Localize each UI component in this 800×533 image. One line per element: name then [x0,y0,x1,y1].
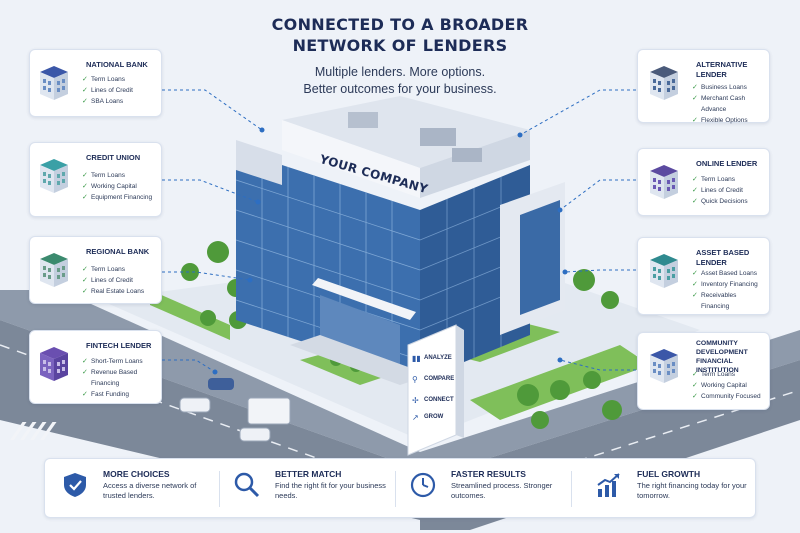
lender-title: CREDIT UNION [86,153,141,162]
product-item: Revenue Based Financing [82,367,152,389]
product-item: Community Focused [692,391,765,402]
lender-title: REGIONAL BANK [86,247,150,256]
subtitle-line-1: Multiple lenders. More options. [314,65,486,79]
bank-building-icon [40,159,68,193]
lender-card-regional-bank: REGIONAL BANK Term Loans Lines of Credit… [29,236,162,304]
lender-title: FINTECH LENDER [86,341,152,350]
lender-title: ASSET BASED LENDER [696,248,750,267]
product-item: Real Estate Loans [82,286,157,297]
pylon-compare: COMPARE [424,376,455,382]
title-line-1: CONNECTED TO A BROADER [271,15,529,34]
divider [395,471,396,507]
benefit-desc: Access a diverse network of trusted lend… [103,481,197,500]
divider [571,471,572,507]
lender-card-alternative-lender: ALTERNATIVE LENDER Business Loans Mercha… [637,49,770,126]
bank-building-icon [650,66,678,100]
product-item: Fast Funding [82,389,157,400]
product-item: Business Loans [692,82,765,93]
product-item: Flexible Options [692,115,765,126]
lender-products: Term Loans Working Capital Equipment Fin… [82,170,157,203]
benefit-title: FASTER RESULTS [451,469,526,479]
lender-products: Short-Term Loans Revenue Based Financing… [82,356,157,400]
product-item: Short-Term Loans [82,356,157,367]
compare-icon: ⚲ [412,375,418,384]
lender-title: ONLINE LENDER [696,159,758,168]
product-item: Receivables Financing [692,290,748,312]
divider [219,471,220,507]
bank-building-icon [650,165,678,199]
title-line-2: NETWORK OF LENDERS [292,36,508,55]
product-item: Inventory Financing [692,279,765,290]
bank-building-icon [40,347,68,381]
product-item: Quick Decisions [692,196,765,207]
magnifier-icon [234,472,260,498]
pylon-analyze: ANALYZE [424,355,452,361]
subtitle-line-2: Better outcomes for your business. [303,82,497,96]
lender-card-credit-union: CREDIT UNION Term Loans Working Capital … [29,142,162,217]
benefit-title: FUEL GROWTH [637,469,701,479]
lender-card-cdfi: COMMUNITY DEVELOPMENT FINANCIAL INSTITUT… [637,332,770,410]
product-item: Working Capital [692,380,765,391]
product-item: Term Loans [692,174,765,185]
benefit-title: MORE CHOICES [103,469,170,479]
lender-card-national-bank: NATIONAL BANK Term Loans Lines of Credit… [29,49,162,117]
clock-icon [410,472,436,498]
product-item: Term Loans [82,74,157,85]
lender-title: NATIONAL BANK [86,60,148,69]
product-item: Merchant Cash Advance [692,93,756,115]
page-title: CONNECTED TO A BROADER NETWORK OF LENDER… [250,14,550,56]
product-item: Asset Based Loans [692,268,765,279]
connect-icon: ✢ [412,396,419,405]
product-item: Term Loans [82,264,157,275]
lender-products: Term Loans Lines of Credit Quick Decisio… [692,174,765,207]
benefit-desc: The right financing today for your tomor… [637,481,747,500]
product-item: Equipment Financing [82,192,157,203]
product-item: Lines of Credit [82,85,157,96]
bank-building-icon [650,254,678,288]
product-item: Term Loans [692,369,765,380]
lender-products: Asset Based Loans Inventory Financing Re… [692,268,765,312]
product-item: Working Capital [82,181,157,192]
benefit-desc: Streamlined process. Stronger outcomes. [451,481,553,500]
product-item: Lines of Credit [82,275,157,286]
pylon-grow: GROW [424,414,444,420]
lender-products: Business Loans Merchant Cash Advance Fle… [692,82,765,126]
lender-card-online-lender: ONLINE LENDER Term Loans Lines of Credit… [637,148,770,216]
lender-products: Term Loans Lines of Credit SBA Loans [82,74,157,107]
benefits-bar: MORE CHOICES Access a diverse network of… [44,458,756,518]
lender-card-asset-based-lender: ASSET BASED LENDER Asset Based Loans Inv… [637,237,770,315]
growth-chart-icon [597,473,620,497]
benefit-desc: Find the right fit for your business nee… [275,481,386,500]
shield-check-icon [64,473,86,497]
lender-products: Term Loans Working Capital Community Foc… [692,369,765,402]
grow-icon: ↗ [412,413,419,422]
product-item: Lines of Credit [692,185,765,196]
bank-building-icon [40,253,68,287]
bank-building-icon [40,66,68,100]
analyze-icon: ▮▮ [412,354,421,363]
lender-products: Term Loans Lines of Credit Real Estate L… [82,264,157,297]
product-item: Term Loans [82,170,157,181]
lender-title: ALTERNATIVE LENDER [696,60,748,79]
lender-card-fintech-lender: FINTECH LENDER Short-Term Loans Revenue … [29,330,162,404]
pylon-connect: CONNECT [424,397,454,403]
benefit-title: BETTER MATCH [275,469,342,479]
product-item: SBA Loans [82,96,157,107]
bank-building-icon [650,349,678,383]
page-subtitle: Multiple lenders. More options. Better o… [250,64,550,98]
